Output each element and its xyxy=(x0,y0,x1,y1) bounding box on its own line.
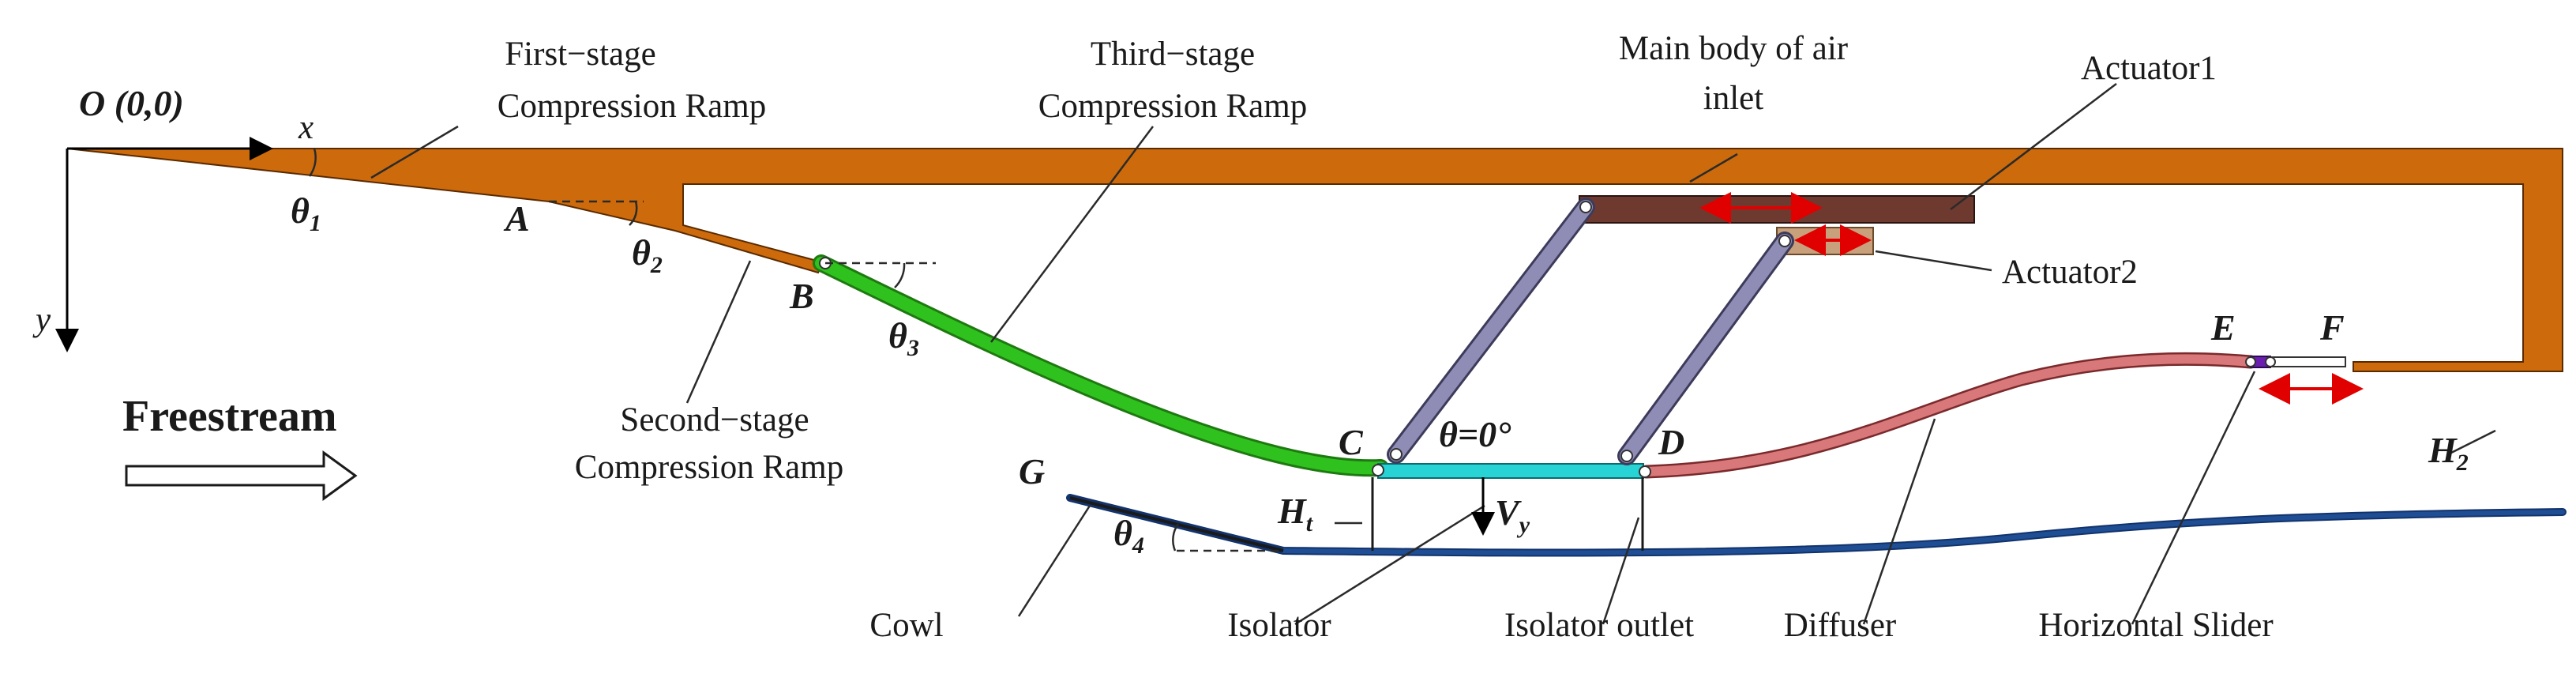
theta4-sub: 4 xyxy=(1132,533,1144,559)
second-stage-label-1: Second−stage xyxy=(620,401,809,439)
theta3-sub: 3 xyxy=(907,335,919,361)
svg-text:Vy: Vy xyxy=(1495,492,1530,538)
h2-sub: 2 xyxy=(2456,450,2469,476)
second-stage-label-2: Compression Ramp xyxy=(575,449,843,486)
horizontal-slider-label: Horizontal Slider xyxy=(2038,607,2273,644)
theta2-sub: 2 xyxy=(650,252,663,278)
first-stage-label-1: First−stage xyxy=(505,36,655,73)
h2-label: H xyxy=(2428,430,2458,470)
point-g-label: G xyxy=(1019,451,1045,491)
y-axis-label: y xyxy=(32,301,51,338)
actuator1-label: Actuator1 xyxy=(2081,50,2217,87)
point-d-pivot xyxy=(1639,465,1651,478)
theta2-label: θ xyxy=(632,232,651,273)
isolator-outlet-label: Isolator outlet xyxy=(1504,607,1694,644)
freestream-label: Freestream xyxy=(122,392,337,441)
svg-text:θ2: θ2 xyxy=(632,232,663,278)
freestream-arrow xyxy=(125,450,358,501)
third-stage-ramp xyxy=(813,254,1389,477)
svg-text:H2: H2 xyxy=(2428,430,2469,476)
svg-text:Ht: Ht xyxy=(1277,491,1314,537)
horizontal-slider-white xyxy=(2270,356,2346,367)
actuator2-label: Actuator2 xyxy=(2002,254,2138,291)
x-axis-label: x xyxy=(298,109,314,146)
svg-text:θ1: θ1 xyxy=(291,190,321,236)
diffuser-label: Diffuser xyxy=(1784,607,1897,644)
point-e-label: E xyxy=(2210,307,2236,348)
isolator-label: Isolator xyxy=(1227,607,1331,644)
inlet-main-body xyxy=(66,148,2563,372)
theta4-label: θ xyxy=(1113,513,1132,553)
ht-sub: t xyxy=(1306,510,1314,537)
origin-label: O (0,0) xyxy=(79,83,184,123)
svg-text:θ4: θ4 xyxy=(1113,513,1144,559)
theta-zero-label: θ=0° xyxy=(1439,414,1511,454)
vy-sub: y xyxy=(1517,512,1530,538)
theta1-label: θ xyxy=(291,190,310,231)
third-stage-label-1: Third−stage xyxy=(1091,36,1255,73)
diffuser-wall xyxy=(1639,352,2258,479)
ht-label: H xyxy=(1277,491,1307,531)
main-body-label-2: inlet xyxy=(1703,80,1763,117)
point-c-pivot xyxy=(1372,464,1384,476)
point-a-label: A xyxy=(503,198,530,239)
main-body-label-1: Main body of air xyxy=(1619,30,1848,67)
theta1-sub: 1 xyxy=(310,210,321,236)
point-c-label: C xyxy=(1339,422,1364,462)
third-stage-label-2: Compression Ramp xyxy=(1038,88,1307,125)
svg-text:θ3: θ3 xyxy=(888,315,919,361)
cowl-label: Cowl xyxy=(869,607,943,644)
isolator-top-plate xyxy=(1377,463,1644,479)
point-b-label: B xyxy=(789,276,814,316)
point-f-label: F xyxy=(2319,307,2345,348)
first-stage-label-2: Compression Ramp xyxy=(498,88,766,125)
theta3-label: θ xyxy=(888,315,907,356)
point-d-label: D xyxy=(1658,422,1684,462)
vy-label: V xyxy=(1495,492,1522,533)
